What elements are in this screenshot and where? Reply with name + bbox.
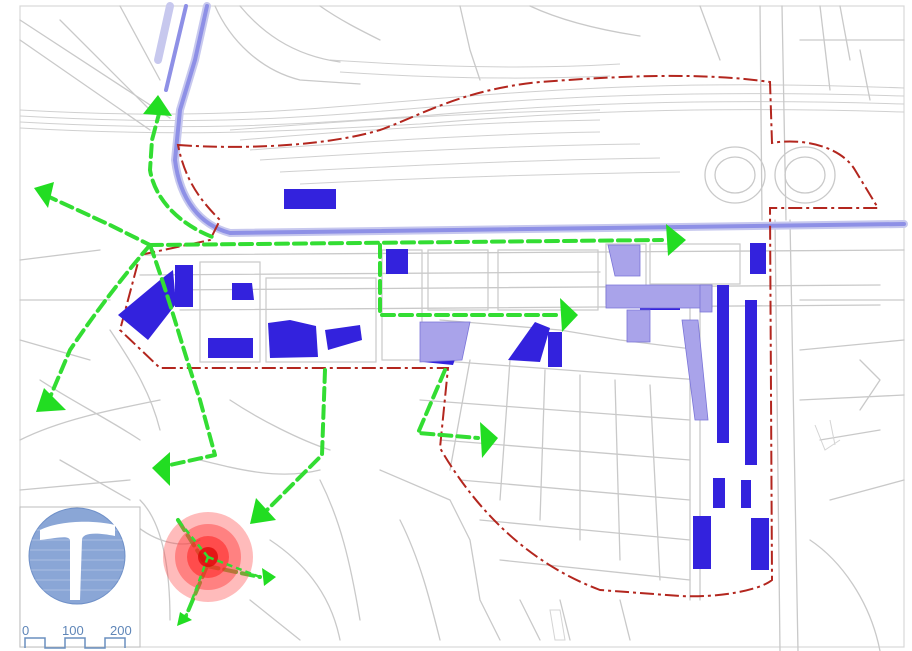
main-roads bbox=[154, 2, 908, 238]
arrow-west-icon bbox=[34, 182, 54, 208]
route-arrows bbox=[34, 95, 686, 626]
hammer-logo-icon bbox=[28, 507, 126, 605]
arrow-east-icon bbox=[480, 422, 498, 458]
scale-tick-100: 100 bbox=[62, 623, 84, 638]
arrow-east-icon bbox=[666, 224, 686, 256]
arrow-southwest-icon bbox=[177, 612, 192, 626]
arrow-southwest-icon bbox=[36, 388, 66, 412]
evacuation-routes bbox=[43, 108, 664, 618]
arrow-southwest-icon bbox=[250, 498, 276, 524]
scale-tick-0: 0 bbox=[22, 623, 29, 638]
secondary-buildings bbox=[419, 244, 713, 421]
arrow-east-icon bbox=[560, 298, 578, 332]
legend-box: 0 100 200 bbox=[19, 506, 141, 649]
study-area-boundary bbox=[118, 74, 880, 598]
arrow-east-icon bbox=[262, 568, 276, 586]
street-network bbox=[19, 5, 905, 651]
arrow-west-icon bbox=[152, 452, 170, 486]
scale-tick-200: 200 bbox=[110, 623, 132, 638]
map-frame bbox=[19, 5, 905, 648]
arrow-north-icon bbox=[143, 95, 172, 116]
hazard-zone bbox=[163, 512, 261, 617]
scale-bar bbox=[24, 637, 126, 649]
